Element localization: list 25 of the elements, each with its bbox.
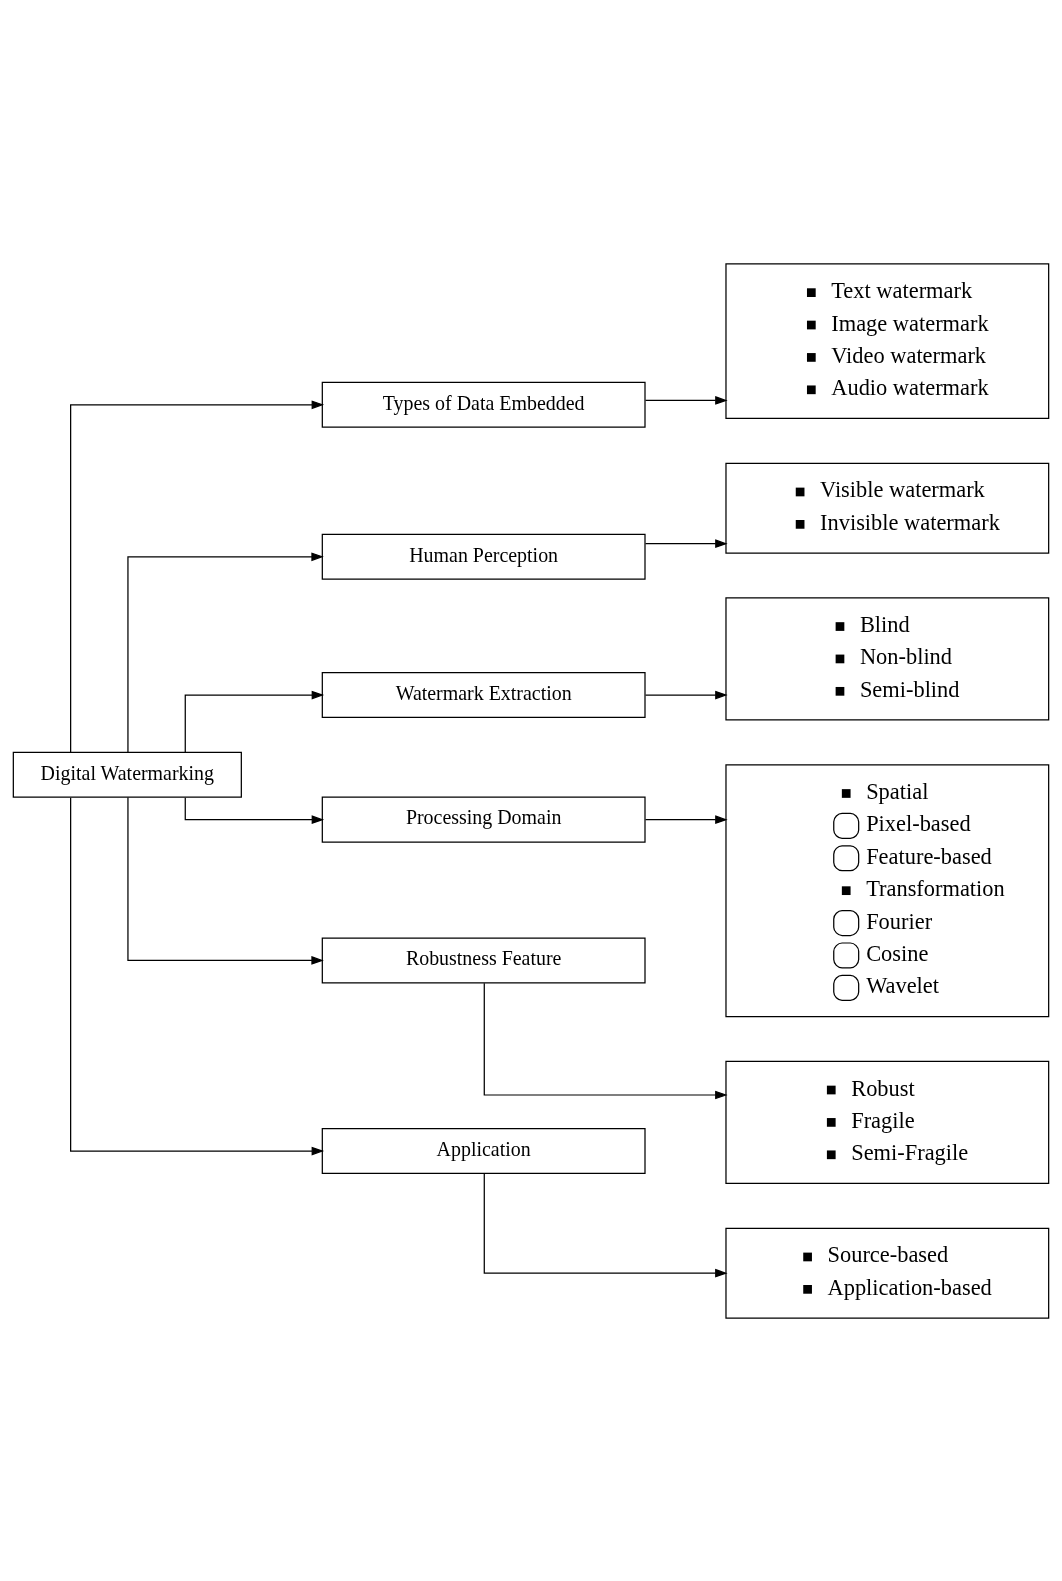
node-box: Spatial Pixel-based Feature-based Transformation Fourier Cosine Wavelet — [725, 763, 1050, 1017]
node-box: Robustness Feature — [321, 936, 646, 983]
node-box: Digital Watermarking — [12, 751, 242, 798]
node-box: Robust Fragile Semi-Fragile — [725, 1060, 1050, 1184]
node-box: Blind Non-blind Semi-blind — [725, 596, 1050, 721]
node-box: Watermark Extraction — [321, 671, 646, 718]
node-box: Human Perception — [321, 533, 646, 580]
node-box: Processing Domain — [321, 796, 646, 843]
arrow — [483, 982, 728, 1099]
arrow — [644, 814, 728, 824]
arrow — [127, 796, 324, 965]
node-box: Visible watermark Invisible watermark — [725, 462, 1050, 554]
node-box: Application — [321, 1127, 646, 1174]
node-box: Source-based Application-based — [725, 1227, 1050, 1319]
arrow — [184, 796, 325, 824]
arrow — [644, 538, 728, 548]
arrow — [184, 690, 325, 753]
arrow — [127, 551, 324, 753]
arrow — [483, 1172, 728, 1278]
arrow — [644, 395, 728, 405]
node-box: Text watermark Image watermark Video watermark Audio watermark — [725, 262, 1050, 419]
arrow — [70, 796, 325, 1155]
arrow — [644, 690, 728, 699]
node-box: Types of Data Embedded — [321, 381, 646, 428]
arrow — [70, 399, 325, 753]
